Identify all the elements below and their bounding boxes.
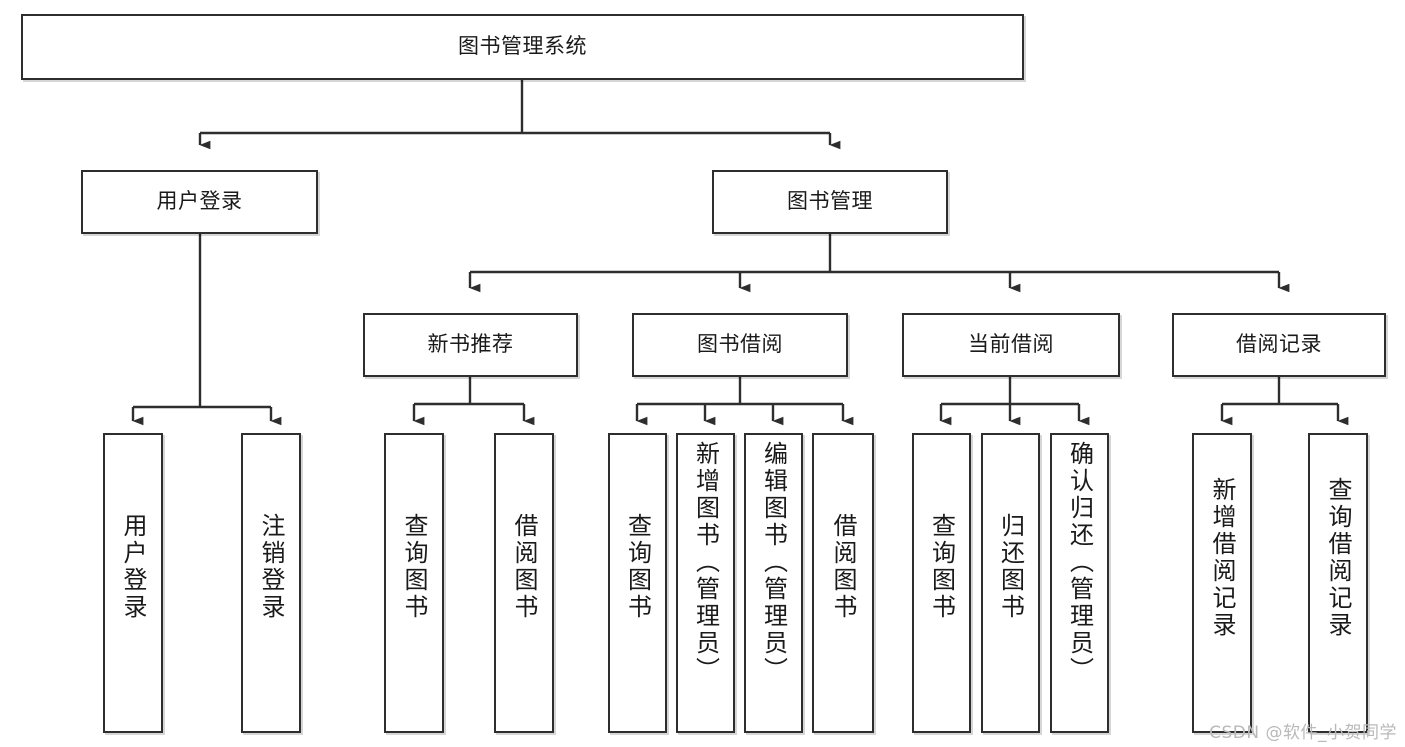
- node-leaf-user-login[interactable]: 用户登录: [103, 433, 163, 733]
- node-leaf-borrow-book-2-label: 借阅图书: [829, 513, 857, 621]
- node-leaf-query-book-1[interactable]: 查询图书: [384, 433, 444, 733]
- node-leaf-logout-login[interactable]: 注销登录: [241, 433, 301, 733]
- node-leaf-borrow-book-1[interactable]: 借阅图书: [494, 433, 554, 733]
- node-leaf-query-book-2[interactable]: 查询图书: [608, 433, 667, 733]
- node-current-borrow[interactable]: 当前借阅: [902, 313, 1120, 377]
- node-new-book-recommend[interactable]: 新书推荐: [363, 313, 578, 377]
- node-book-borrow[interactable]: 图书借阅: [632, 313, 848, 377]
- node-leaf-add-book-label: 新增图书（管理员）: [691, 441, 720, 684]
- node-root[interactable]: 图书管理系统: [21, 14, 1024, 80]
- node-book-management-label: 图书管理: [787, 189, 873, 214]
- node-leaf-return-book-label: 归还图书: [996, 513, 1025, 621]
- node-root-label: 图书管理系统: [458, 34, 587, 59]
- node-user-login[interactable]: 用户登录: [81, 170, 318, 234]
- node-book-management[interactable]: 图书管理: [712, 170, 948, 234]
- node-leaf-borrow-book-1-label: 借阅图书: [510, 513, 538, 621]
- node-borrow-record-label: 借阅记录: [1236, 332, 1322, 357]
- node-leaf-add-book[interactable]: 新增图书（管理员）: [676, 433, 735, 733]
- node-leaf-query-book-3[interactable]: 查询图书: [912, 433, 971, 733]
- node-user-login-label: 用户登录: [156, 189, 243, 214]
- node-leaf-return-book[interactable]: 归还图书: [981, 433, 1040, 733]
- node-leaf-add-record[interactable]: 新增借阅记录: [1192, 433, 1252, 733]
- node-current-borrow-label: 当前借阅: [968, 332, 1054, 357]
- node-leaf-edit-book-label: 编辑图书（管理员）: [759, 441, 788, 684]
- node-leaf-confirm-return[interactable]: 确认归还（管理员）: [1050, 433, 1109, 733]
- node-leaf-logout-login-label: 注销登录: [257, 513, 285, 621]
- node-leaf-query-record[interactable]: 查询借阅记录: [1308, 433, 1368, 733]
- node-leaf-edit-book[interactable]: 编辑图书（管理员）: [744, 433, 803, 733]
- node-leaf-query-book-3-label: 查询图书: [927, 513, 956, 621]
- node-leaf-borrow-book-2[interactable]: 借阅图书: [812, 433, 874, 733]
- node-new-book-recommend-label: 新书推荐: [427, 332, 514, 357]
- node-book-borrow-label: 图书借阅: [697, 332, 783, 357]
- node-leaf-add-record-label: 新增借阅记录: [1208, 477, 1236, 639]
- node-borrow-record[interactable]: 借阅记录: [1172, 313, 1386, 377]
- node-leaf-query-book-2-label: 查询图书: [623, 513, 652, 621]
- node-leaf-confirm-return-label: 确认归还（管理员）: [1065, 441, 1094, 684]
- node-leaf-query-book-1-label: 查询图书: [400, 513, 428, 621]
- node-leaf-user-login-label: 用户登录: [119, 513, 147, 621]
- node-leaf-query-record-label: 查询借阅记录: [1324, 477, 1352, 639]
